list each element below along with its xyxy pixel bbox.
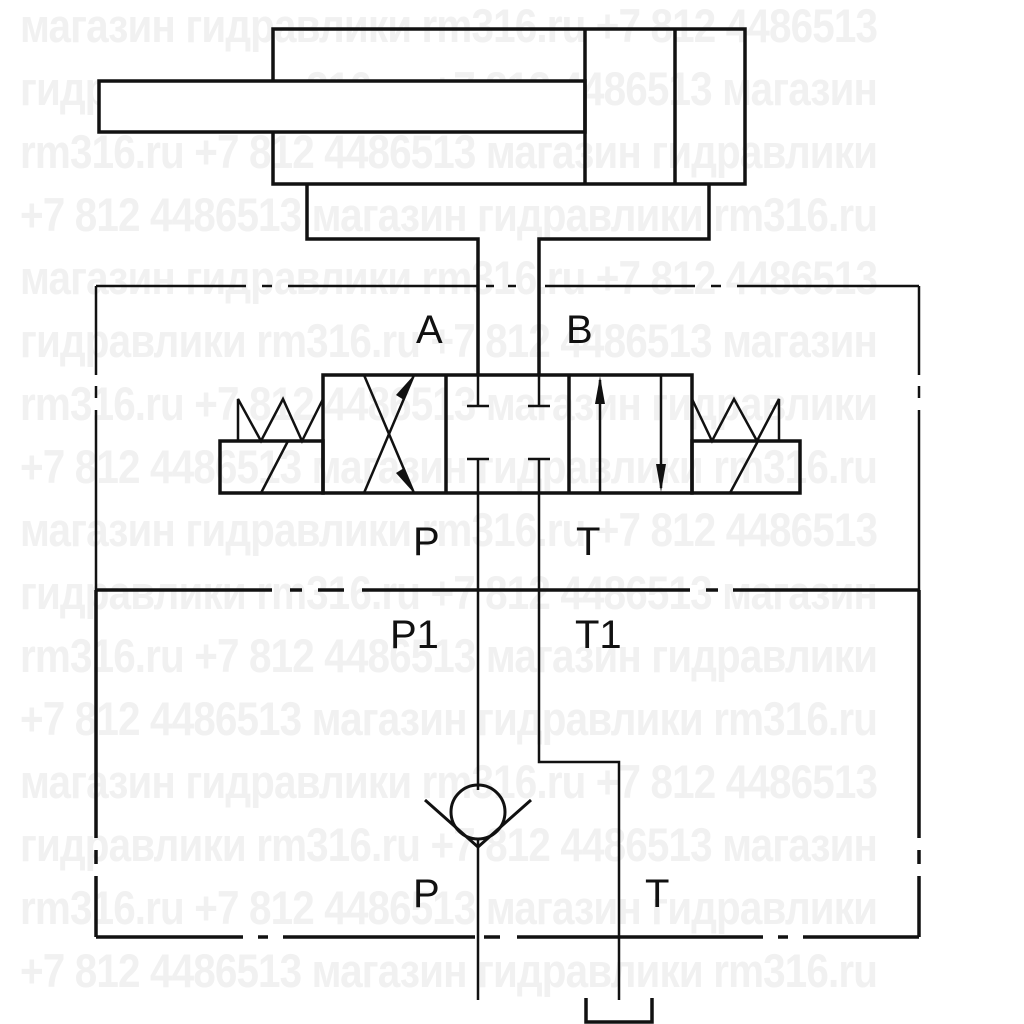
cylinder-rod — [97, 79, 587, 134]
line-b — [537, 184, 711, 375]
arrow-down-icon — [656, 464, 666, 492]
cylinder — [97, 27, 747, 375]
watermark-line: rm316.ru +7 812 4486513 магазин гидравли… — [20, 377, 878, 430]
label-p1: P1 — [390, 613, 439, 657]
valve-body — [321, 373, 694, 495]
watermark-line: +7 812 4486513 магазин гидравлики rm316.… — [20, 692, 878, 745]
watermark-line: магазин гидравлики rm316.ru +7 812 44865… — [20, 0, 878, 52]
label-b: B — [566, 308, 593, 352]
check-valve — [424, 783, 532, 1000]
directional-valve — [321, 373, 694, 495]
line-t — [537, 493, 621, 1000]
arrow-up-right-icon — [396, 375, 414, 400]
watermark-line: rm316.ru +7 812 4486513 магазин гидравли… — [20, 125, 878, 178]
solenoid-left — [218, 396, 325, 495]
label-t1: T1 — [575, 613, 622, 657]
label-t-valve: T — [576, 520, 600, 564]
label-t-bottom: T — [645, 872, 669, 916]
watermark-line: магазин гидравлики rm316.ru +7 812 44865… — [20, 503, 878, 556]
watermark-line: магазин гидравлики rm316.ru +7 812 44865… — [20, 755, 878, 808]
label-p-valve: P — [413, 520, 440, 564]
line-a — [305, 184, 480, 375]
upper-block — [94, 284, 921, 590]
spring-right-icon — [690, 396, 781, 444]
watermark-line: rm316.ru +7 812 4486513 магазин гидравли… — [20, 881, 878, 934]
watermark-line: +7 812 4486513 магазин гидравлики rm316.… — [20, 188, 878, 241]
arrow-up-icon — [595, 376, 605, 404]
watermark-line: гидравлики rm316.ru +7 812 4486513 магаз… — [20, 818, 878, 871]
watermark-line: магазин гидравлики rm316.ru +7 812 44865… — [20, 251, 878, 304]
spring-left-icon — [236, 396, 325, 444]
label-a: A — [416, 308, 443, 352]
watermark-line: rm316.ru +7 812 4486513 магазин гидравли… — [20, 629, 878, 682]
solenoid-right — [690, 396, 802, 495]
flow-arrows — [396, 375, 666, 493]
arrow-down-right-icon — [396, 468, 414, 493]
lower-block — [94, 588, 921, 939]
watermark-line: гидравлики rm316.ru +7 812 4486513 магаз… — [20, 314, 878, 367]
tank-icon — [584, 998, 654, 1024]
watermark-line: гидравлики rm316.ru +7 812 4486513 магаз… — [20, 566, 878, 619]
label-p-bottom: P — [413, 872, 440, 916]
watermark-line: +7 812 4486513 магазин гидравлики rm316.… — [20, 944, 878, 997]
